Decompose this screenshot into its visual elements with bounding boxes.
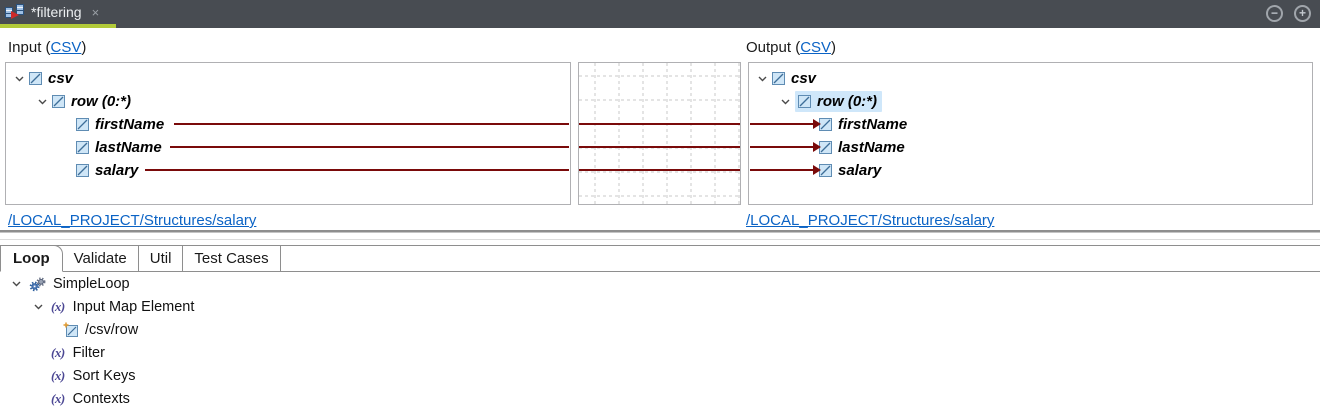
output-tree-row-firstname[interactable]: firstName xyxy=(749,113,1312,136)
editor-tab-title: *filtering xyxy=(31,4,82,20)
element-icon xyxy=(52,95,65,108)
output-tree-row-salary[interactable]: salary xyxy=(749,159,1312,182)
mapping-canvas[interactable] xyxy=(578,62,741,205)
chevron-down-icon[interactable] xyxy=(38,99,47,105)
chevron-down-icon[interactable] xyxy=(758,76,767,82)
output-tree-row-csv[interactable]: csv xyxy=(749,67,1312,90)
loop-tree-row-contexts[interactable]: (x) Contexts xyxy=(51,388,130,410)
input-structure-panel[interactable]: csv row (0:*) firstName lastName salary xyxy=(5,62,571,205)
tree-label: salary xyxy=(95,162,139,179)
element-icon xyxy=(76,141,89,154)
chevron-down-icon[interactable] xyxy=(34,304,43,310)
input-tree-row-lastname[interactable]: lastName xyxy=(6,136,570,159)
input-tree-row-salary[interactable]: salary xyxy=(6,159,570,182)
input-header: Input (CSV) xyxy=(8,39,87,56)
input-structure-link[interactable]: /LOCAL_PROJECT/Structures/salary xyxy=(8,212,257,229)
input-tree-row-row[interactable]: row (0:*) xyxy=(6,90,570,113)
output-header: Output (CSV) xyxy=(746,39,837,56)
maximize-icon[interactable]: + xyxy=(1294,5,1311,22)
chevron-down-icon[interactable] xyxy=(15,76,24,82)
tree-label: firstName xyxy=(838,116,908,133)
tree-label: row (0:*) xyxy=(817,93,877,110)
loop-tree-label: Filter xyxy=(72,345,105,361)
tree-label: firstName xyxy=(95,116,165,133)
fx-icon: (x) xyxy=(51,299,65,314)
close-icon[interactable]: × xyxy=(91,4,100,20)
tree-label: csv xyxy=(791,70,817,87)
tree-label: salary xyxy=(838,162,882,179)
selected-row-highlight[interactable]: row (0:*) xyxy=(795,91,882,112)
output-tree-row-lastname[interactable]: lastName xyxy=(749,136,1312,159)
loop-tree-row-csv-row[interactable]: /csv/row xyxy=(63,319,138,341)
tree-label: row (0:*) xyxy=(71,93,131,110)
output-structure-link[interactable]: /LOCAL_PROJECT/Structures/salary xyxy=(746,212,995,229)
bottom-tab-bar: Loop Validate Util Test Cases xyxy=(0,245,1320,272)
gears-icon xyxy=(29,276,46,291)
chevron-down-icon[interactable] xyxy=(12,281,21,287)
loop-tree-label: /csv/row xyxy=(85,322,139,338)
loop-tree-label: Sort Keys xyxy=(72,368,136,384)
loop-tree-row-sort-keys[interactable]: (x) Sort Keys xyxy=(51,365,136,387)
active-tab-underline xyxy=(0,24,116,28)
mapping-arrowhead-icon xyxy=(813,142,821,152)
horizontal-splitter[interactable] xyxy=(0,230,1320,232)
tab-loop[interactable]: Loop xyxy=(0,245,63,272)
tab-test-cases[interactable]: Test Cases xyxy=(183,246,281,271)
tab-validate[interactable]: Validate xyxy=(63,246,139,271)
tree-label: lastName xyxy=(838,139,905,156)
element-icon xyxy=(76,118,89,131)
horizontal-splitter-shade xyxy=(0,239,1320,240)
tree-label: lastName xyxy=(95,139,162,156)
element-icon xyxy=(772,72,785,85)
mapping-canvas-grid xyxy=(579,63,740,204)
loop-tree-label: Input Map Element xyxy=(72,299,195,315)
editor-tab-filtering[interactable]: *filtering × xyxy=(0,0,116,28)
fx-icon: (x) xyxy=(51,391,65,406)
chevron-down-icon[interactable] xyxy=(781,99,790,105)
loop-tree-row-input-map-element[interactable]: (x) Input Map Element xyxy=(34,296,194,318)
mapping-lines[interactable] xyxy=(579,123,740,171)
loop-tree-label: SimpleLoop xyxy=(53,276,130,292)
loop-tree-row-simpleloop[interactable]: SimpleLoop xyxy=(12,273,130,295)
tab-util[interactable]: Util xyxy=(139,246,184,271)
mapping-line-lastname[interactable] xyxy=(750,146,813,148)
element-icon xyxy=(29,72,42,85)
mapping-editor-icon xyxy=(5,4,24,20)
element-icon xyxy=(798,95,811,108)
tree-label: csv xyxy=(48,70,74,87)
output-csv-link[interactable]: CSV xyxy=(800,39,832,56)
mapping-line-salary[interactable] xyxy=(750,169,813,171)
mapping-line-lastname[interactable] xyxy=(170,146,569,148)
mapping-arrowhead-icon xyxy=(813,119,821,129)
mapping-line-salary[interactable] xyxy=(145,169,569,171)
output-tree-row-row-selected[interactable]: row (0:*) xyxy=(749,90,1312,113)
editor-tab-bar: *filtering × − + xyxy=(0,0,1320,28)
element-new-icon xyxy=(63,322,78,337)
horizontal-splitter-shade xyxy=(0,232,1320,233)
output-structure-panel[interactable]: csv row (0:*) firstName lastName salary xyxy=(748,62,1313,205)
fx-icon: (x) xyxy=(51,368,65,383)
mapping-line-firstname[interactable] xyxy=(750,123,813,125)
element-icon xyxy=(819,164,832,177)
input-tree-row-csv[interactable]: csv xyxy=(6,67,570,90)
input-tree-row-firstname[interactable]: firstName xyxy=(6,113,570,136)
loop-tree-label: Contexts xyxy=(72,391,130,407)
input-csv-link[interactable]: CSV xyxy=(50,39,82,56)
minimize-icon[interactable]: − xyxy=(1266,5,1283,22)
fx-icon: (x) xyxy=(51,345,65,360)
element-icon xyxy=(76,164,89,177)
mapping-arrowhead-icon xyxy=(813,165,821,175)
mapping-line-firstname[interactable] xyxy=(174,123,569,125)
loop-tree-row-filter[interactable]: (x) Filter xyxy=(51,342,105,364)
